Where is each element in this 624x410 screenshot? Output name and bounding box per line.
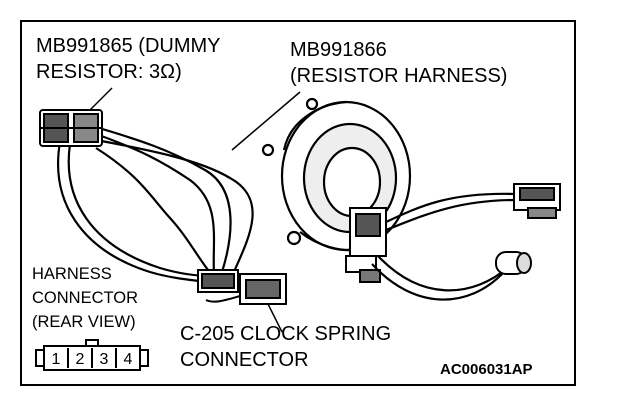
pin-number: 4 [124, 351, 133, 368]
figure-frame [20, 20, 576, 386]
pin-number: 2 [76, 351, 85, 368]
clock-spring-body [261, 97, 412, 252]
figure-code: AC006031AP [440, 361, 533, 378]
clock-spring-side-connector [345, 207, 387, 283]
clock-spring-wires [371, 192, 517, 301]
harness-wires [57, 124, 254, 284]
clock-spring-label-line1: C-205 CLOCK SPRING [180, 323, 392, 345]
round-connector [495, 251, 532, 275]
pin-numbers: 1 2 3 4 [52, 351, 133, 368]
pin-number: 1 [52, 351, 61, 368]
dummy-resistor-label-line1: MB991865 (DUMMY [36, 35, 221, 57]
pin-number: 3 [100, 351, 109, 368]
leader-resistor-harness [231, 91, 301, 151]
dummy-resistor-label-line2: RESISTOR: 3Ω) [36, 61, 182, 83]
harness-connector-label-line3: (REAR VIEW) [32, 313, 136, 331]
harness-connector-label-line2: CONNECTOR [32, 289, 139, 307]
resistor-harness-label-line2: (RESISTOR HARNESS) [290, 65, 508, 87]
steering-connector [513, 183, 561, 219]
resistor-harness-label-line1: MB991866 [290, 39, 387, 61]
harness-connector-plug [197, 269, 239, 293]
clock-spring-connector-plug [205, 273, 287, 305]
dummy-resistor [39, 109, 103, 147]
harness-connector-label-line1: HARNESS [32, 265, 112, 283]
harness-connector-rear-view [35, 339, 149, 371]
clock-spring-label-line2: CONNECTOR [180, 349, 309, 371]
